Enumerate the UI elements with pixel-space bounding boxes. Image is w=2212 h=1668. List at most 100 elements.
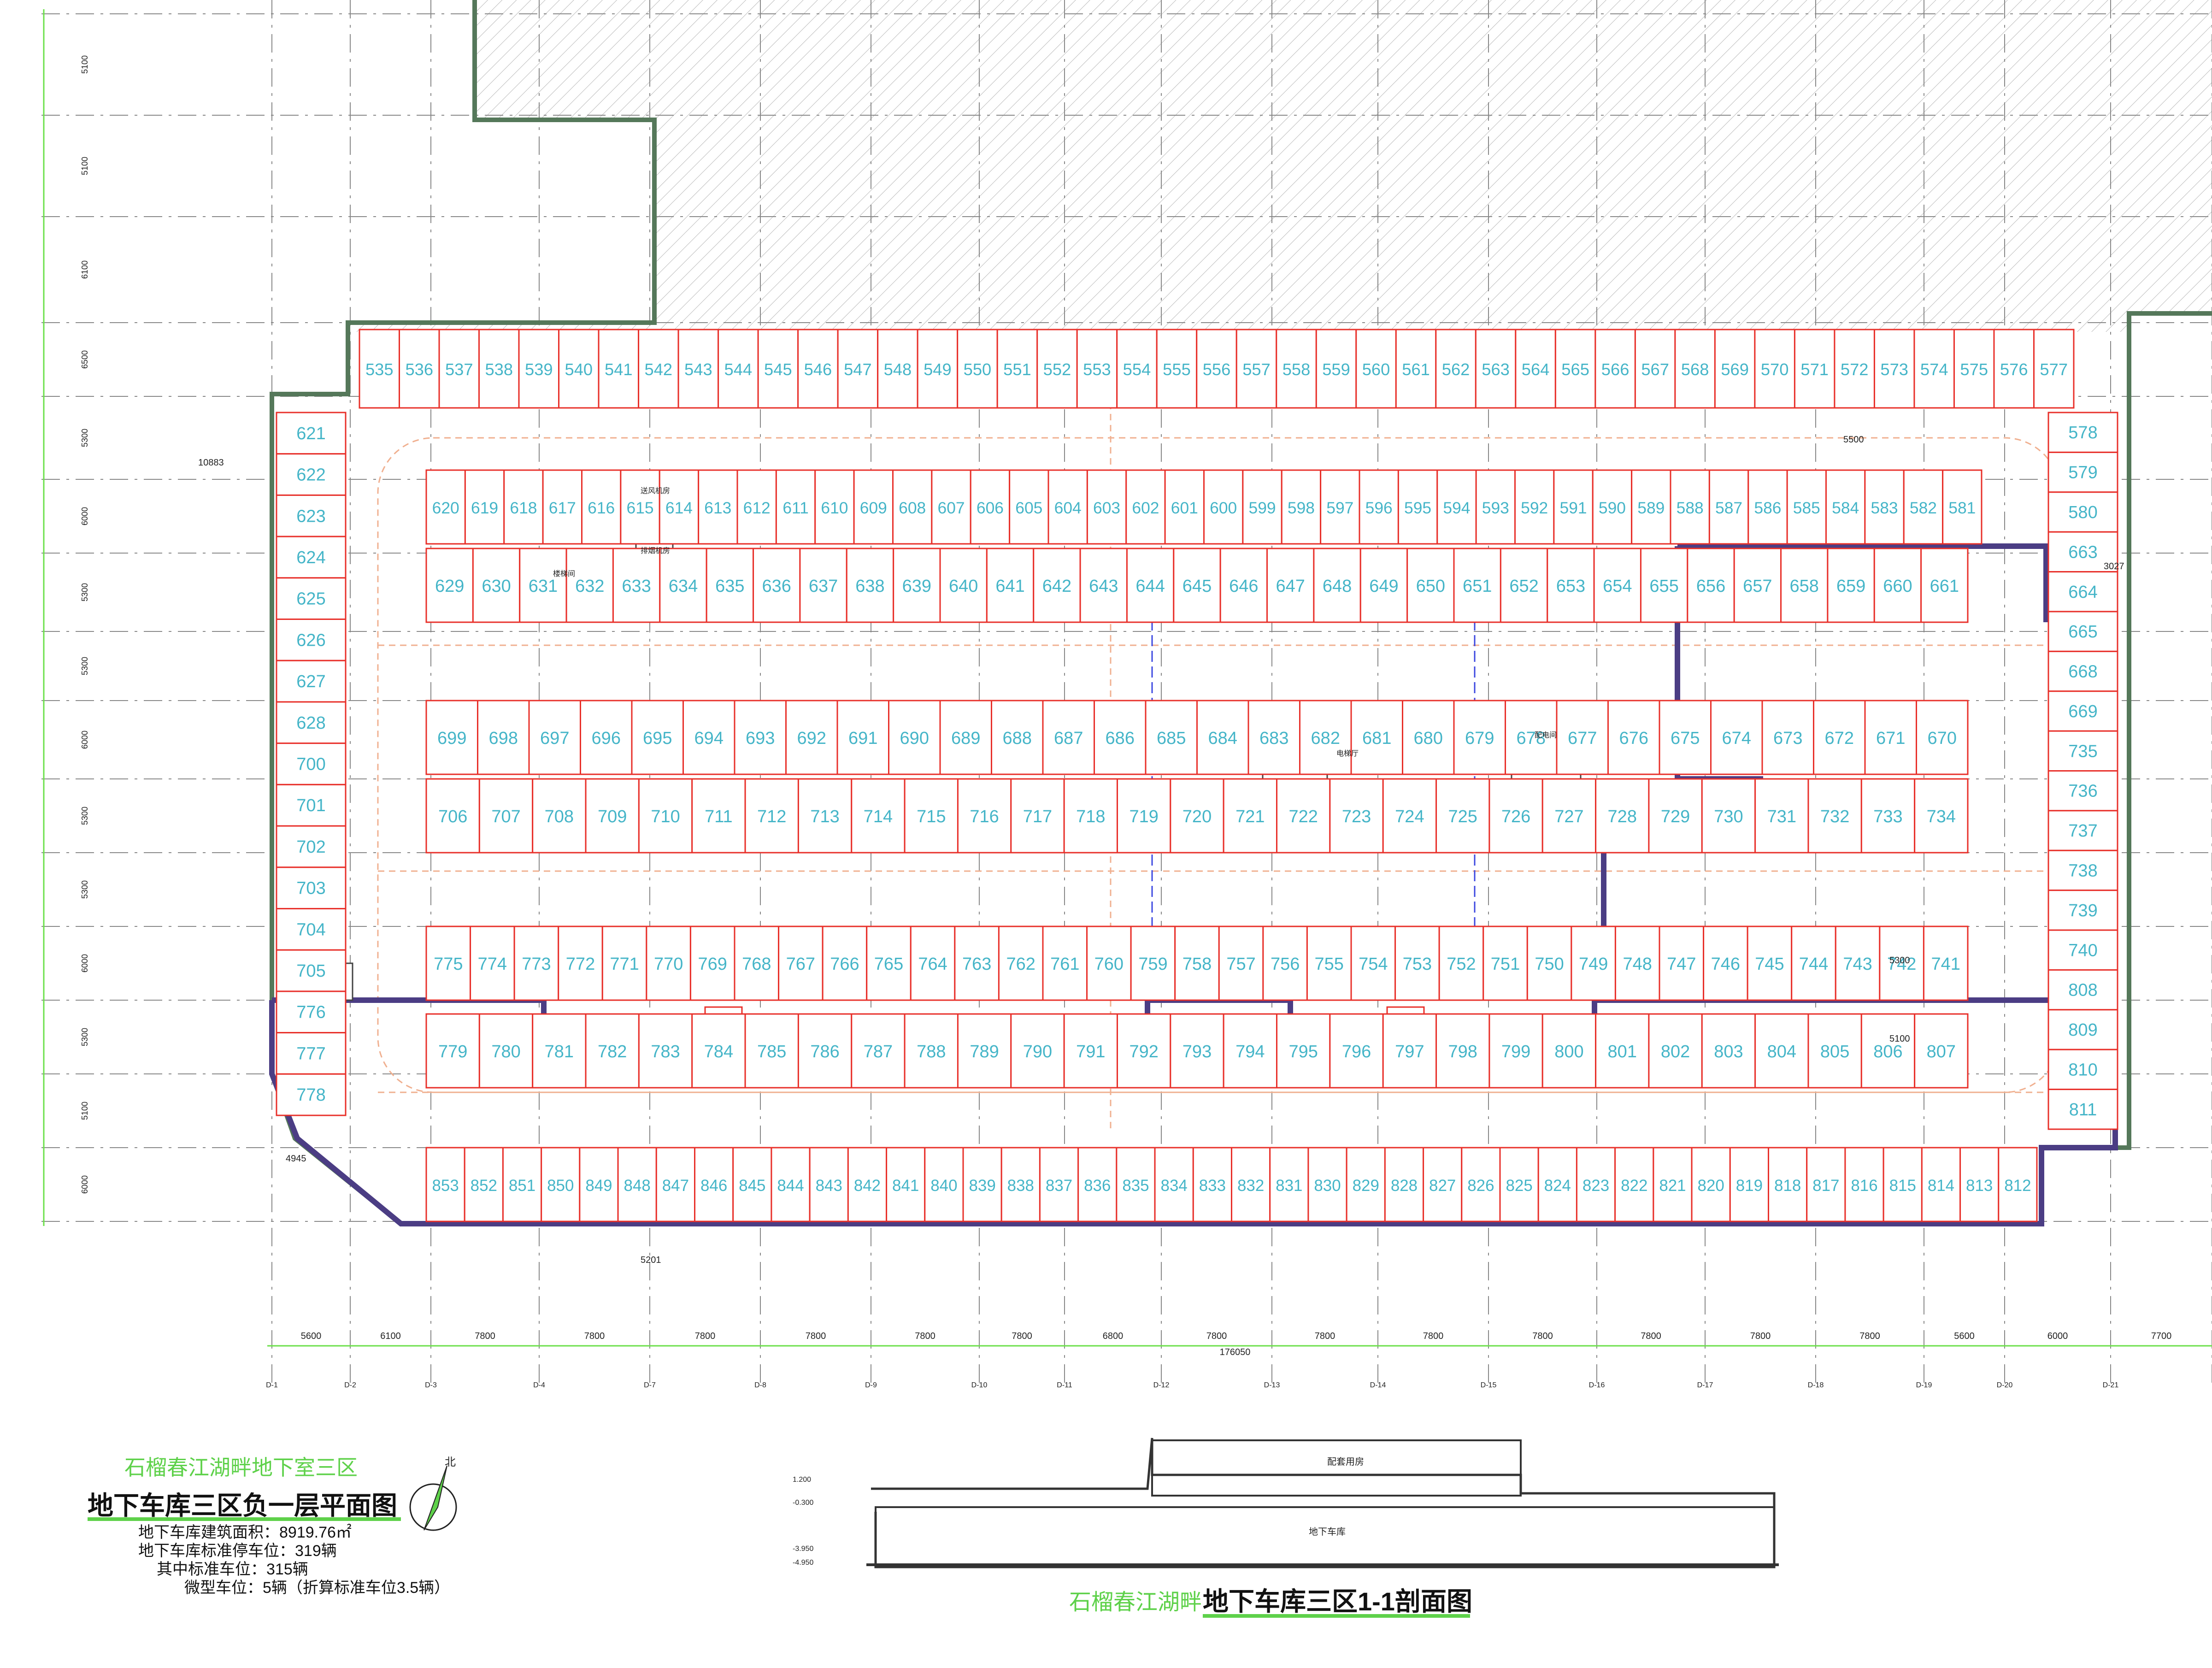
stall-number: 687 <box>1054 729 1083 748</box>
stall-number: 635 <box>715 577 744 596</box>
stall-number: 596 <box>1365 499 1393 517</box>
stall-number: 779 <box>438 1042 467 1061</box>
parking-stall: 680 <box>1402 700 1455 775</box>
stall-number: 628 <box>296 713 325 733</box>
parking-stall: 780 <box>478 1013 534 1089</box>
axis-label: D-14 <box>1370 1381 1386 1389</box>
parking-stall: 704 <box>276 908 347 951</box>
parking-stall: 711 <box>691 778 746 854</box>
stall-number: 714 <box>864 807 893 826</box>
stall-number: 642 <box>1042 577 1071 596</box>
parking-stall: 702 <box>276 825 347 868</box>
stall-number: 645 <box>1182 577 1212 596</box>
stall-number: 729 <box>1661 807 1690 826</box>
stall-number: 699 <box>437 729 466 748</box>
dimension-left: 5300 <box>80 1028 89 1046</box>
stall-number: 582 <box>1910 499 1937 517</box>
stall-number: 825 <box>1506 1177 1532 1195</box>
stall-number: 837 <box>1046 1177 1072 1195</box>
parking-stall: 716 <box>957 778 1012 854</box>
stall-number: 636 <box>762 577 791 596</box>
parking-stall: 763 <box>954 925 1000 1001</box>
parking-stall: 568 <box>1674 329 1716 409</box>
parking-stall: 562 <box>1435 329 1477 409</box>
stall-number: 684 <box>1208 729 1237 748</box>
parking-stall: 804 <box>1754 1013 1809 1089</box>
stall-number: 819 <box>1736 1177 1763 1195</box>
room-label: 电梯厅 <box>1336 749 1359 758</box>
stall-number: 839 <box>969 1177 995 1195</box>
axis-label: D-16 <box>1589 1381 1605 1389</box>
parking-stall: 832 <box>1231 1147 1271 1222</box>
stall-number: 752 <box>1447 955 1476 974</box>
parking-stall: 675 <box>1659 700 1712 775</box>
parking-stall: 678 <box>1505 700 1558 775</box>
stall-number: 715 <box>917 807 946 826</box>
parking-stall: 745 <box>1747 925 1793 1001</box>
parking-stall: 827 <box>1423 1147 1463 1222</box>
stall-number: 676 <box>1619 729 1648 748</box>
stall-number: 759 <box>1138 955 1167 974</box>
dimension-misc: 5500 <box>1843 435 1864 445</box>
axis-label: D-12 <box>1153 1381 1170 1389</box>
stall-number: 741 <box>1931 955 1960 974</box>
stall-number: 736 <box>2068 782 2097 801</box>
parking-stall: 539 <box>518 329 560 409</box>
axis-label: D-19 <box>1916 1381 1932 1389</box>
dimension-bottom: 7700 <box>2151 1331 2172 1341</box>
parking-stall: 619 <box>464 469 505 545</box>
parking-stall: 563 <box>1475 329 1517 409</box>
parking-stall: 618 <box>503 469 544 545</box>
stall-number: 553 <box>1083 360 1111 379</box>
room-label: 配电间 <box>1535 731 1557 739</box>
stall-number: 833 <box>1199 1177 1226 1195</box>
stall-number: 653 <box>1556 577 1585 596</box>
parking-stall: 809 <box>2047 1009 2118 1050</box>
parking-stall: 645 <box>1173 548 1221 623</box>
room-label: 送风机房 <box>641 487 670 495</box>
stall-number: 637 <box>809 577 838 596</box>
stall-number: 549 <box>924 360 952 379</box>
stall-number: 574 <box>1920 360 1948 379</box>
stall-number: 659 <box>1836 577 1865 596</box>
parking-stall: 594 <box>1436 469 1477 545</box>
parking-stall: 603 <box>1086 469 1127 545</box>
parking-stall: 637 <box>799 548 847 623</box>
stall-number: 720 <box>1182 807 1212 826</box>
parking-stall: 799 <box>1488 1013 1543 1089</box>
parking-stall: 734 <box>1914 778 1969 854</box>
dimension-misc: 4945 <box>286 1154 306 1164</box>
stall-number: 789 <box>970 1042 999 1061</box>
axis-label: D-4 <box>533 1381 545 1389</box>
dimension-bottom: 7800 <box>1532 1331 1553 1341</box>
parking-stall: 647 <box>1266 548 1315 623</box>
parking-stall: 591 <box>1553 469 1594 545</box>
stall-number: 605 <box>1015 499 1042 517</box>
stall-number: 586 <box>1754 499 1781 517</box>
parking-stall: 604 <box>1047 469 1088 545</box>
stall-number: 713 <box>810 807 839 826</box>
parking-stall: 670 <box>1916 700 1969 775</box>
stall-number: 592 <box>1521 499 1548 517</box>
stall-number: 674 <box>1722 729 1751 748</box>
stall-number: 735 <box>2068 742 2097 761</box>
stall-number: 541 <box>605 360 633 379</box>
dimension-bottom: 7800 <box>1423 1331 1444 1341</box>
parking-stall: 672 <box>1813 700 1866 775</box>
parking-stall: 692 <box>785 700 838 775</box>
stall-number: 688 <box>1003 729 1032 748</box>
parking-stall: 671 <box>1864 700 1917 775</box>
parking-stall: 724 <box>1382 778 1437 854</box>
parking-stall: 676 <box>1607 700 1660 775</box>
parking-stall: 599 <box>1242 469 1282 545</box>
parking-stall: 740 <box>2047 929 2118 971</box>
stall-number: 538 <box>485 360 513 379</box>
parking-stall: 722 <box>1276 778 1331 854</box>
dimension-bottom: 6100 <box>380 1331 401 1341</box>
parking-stall: 778 <box>276 1073 347 1116</box>
stall-number: 578 <box>2068 423 2097 442</box>
dimension-misc: 5100 <box>1889 1034 1910 1044</box>
parking-stall: 682 <box>1299 700 1352 775</box>
stall-number: 706 <box>438 807 467 826</box>
parking-stall: 576 <box>1993 329 2035 409</box>
